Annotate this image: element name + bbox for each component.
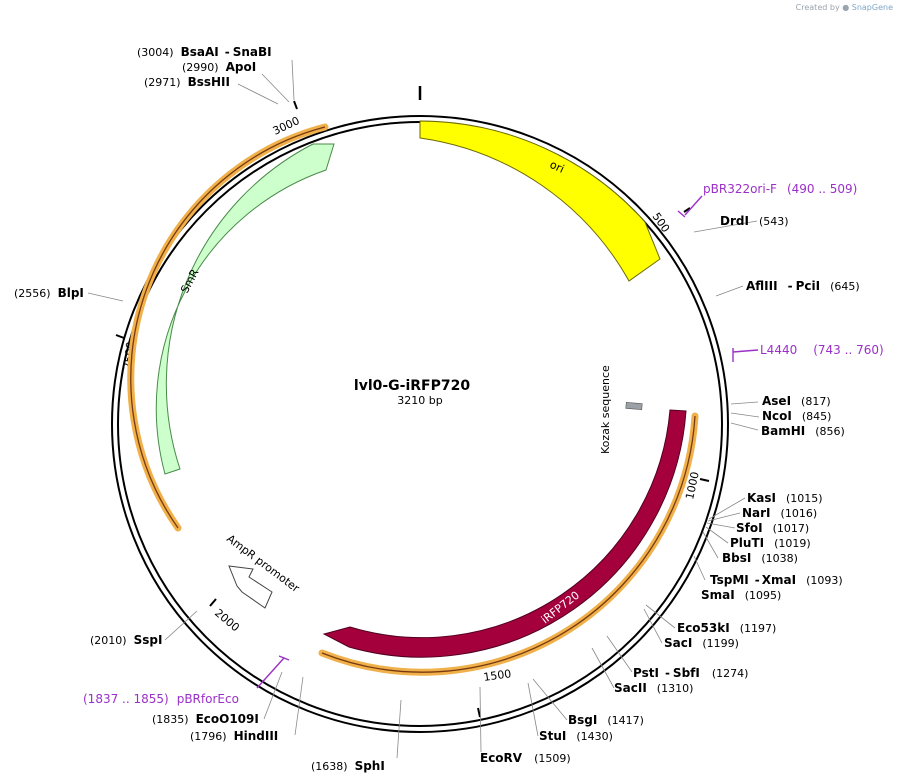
ampr-promoter-arrow <box>228 565 273 609</box>
site-stui: StuI(1430) <box>539 729 613 743</box>
site-afliii-pcii: AflIII-PciI(645) <box>746 279 860 293</box>
tick-mark-500 <box>683 207 691 213</box>
kozak-sequence-label: Kozak sequence <box>599 365 612 454</box>
site-asei: AseI(817) <box>762 394 831 408</box>
site-bsgi: BsgI(1417) <box>568 713 644 727</box>
site-bsaai-snabi: (3004)BsaAI-SnaBI <box>137 45 272 59</box>
ori-label: ori <box>548 158 566 176</box>
plasmid-name: lvl0-G-iRFP720 <box>354 378 470 394</box>
tick-mark-2500 <box>115 334 125 339</box>
tick-label-2000: 2000 <box>212 606 242 634</box>
site-nari: NarI(1016) <box>742 506 817 520</box>
snapgene-logo-icon: ● <box>842 3 850 12</box>
primer-pbr322ori-f: pBR322ori-F(490 .. 509) <box>703 182 857 196</box>
strip-right <box>318 412 699 676</box>
tick-label-1000: 1000 <box>683 471 702 501</box>
plasmid-length: 3210 bp <box>397 394 442 407</box>
site-bamhi: BamHI(856) <box>761 424 845 438</box>
site-bsshii: (2971)BssHII <box>144 75 230 89</box>
site-kasi: KasI(1015) <box>747 491 823 505</box>
site-ecorv: EcoRV(1509) <box>480 751 571 765</box>
site-ecoo109i: (1835)EcoO109I <box>152 712 259 726</box>
primer-l4440: L4440(743 .. 760) <box>760 343 884 357</box>
site-drdi: DrdI(543) <box>720 214 789 228</box>
site-smai: SmaI(1095) <box>701 588 781 602</box>
ori-arrow <box>419 120 661 282</box>
site-hindiii: (1796)HindIII <box>190 729 278 743</box>
primer-pbrforeco: (1837 .. 1855)pBRforEco <box>83 692 239 706</box>
backbone-outer-circle <box>111 115 729 733</box>
site-blpi: (2556)BlpI <box>14 286 84 300</box>
site-sfoi: SfoI(1017) <box>736 521 809 535</box>
site-sacii: SacII(1310) <box>614 681 693 695</box>
irfp720-arrow <box>322 409 687 658</box>
credit-prefix: Created by <box>795 3 840 12</box>
leader-lines <box>87 59 760 759</box>
tick-mark-2000 <box>209 598 217 607</box>
tick-label-1500: 1500 <box>483 667 513 684</box>
site-apoi: (2990)ApoI <box>182 60 256 74</box>
credit-brand: SnapGene <box>851 3 893 12</box>
site-bbsi: BbsI(1038) <box>722 551 798 565</box>
smr-label: SmR <box>178 267 202 296</box>
site-ncoi: NcoI(845) <box>762 409 831 423</box>
snapgene-credit: Created by ● SnapGene <box>796 3 893 12</box>
tick-mark-3000 <box>293 100 298 110</box>
tick-mark-1000 <box>699 478 710 482</box>
site-sspi: (2010)SspI <box>90 633 162 647</box>
primer-markers <box>256 195 759 689</box>
site-psti-sbfi: PstI-SbfI(1274) <box>633 666 748 680</box>
site-pluti: PluTI(1019) <box>730 536 811 550</box>
site-eco53ki: Eco53kI(1197) <box>677 621 776 635</box>
site-tspmi-xmai: TspMI-XmaI(1093) <box>710 573 843 587</box>
tick-marks <box>115 100 710 718</box>
site-saci: SacI(1199) <box>664 636 739 650</box>
site-sphi: (1638)SphI <box>311 759 385 773</box>
strip-left <box>127 123 329 532</box>
tick-mark-1500 <box>477 707 481 718</box>
kozak-sequence-box <box>625 401 643 411</box>
smr-arrow <box>155 143 335 475</box>
